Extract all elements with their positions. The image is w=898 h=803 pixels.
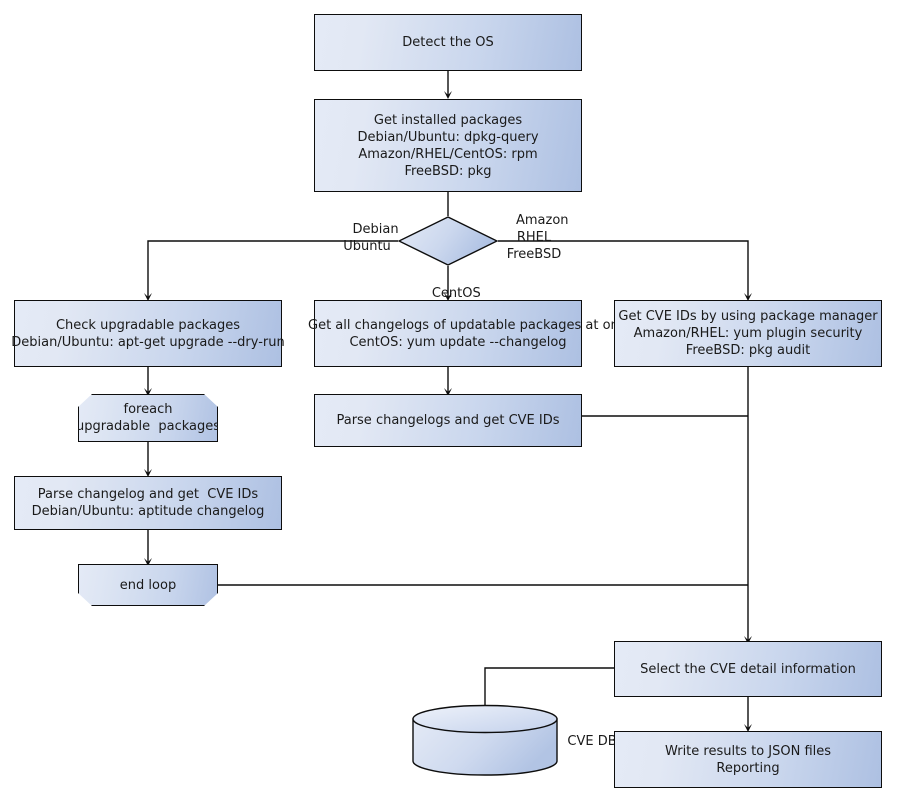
node-cve-database[interactable]: CVE DB (NVD / JVN): [412, 704, 695, 776]
node-get-installed-packages[interactable]: Get installed packages Debian/Ubuntu: dp…: [314, 99, 582, 192]
node-get-all-changelogs-label: Get all changelogs of updatable packages…: [308, 317, 634, 350]
node-parse-changelogs-centos[interactable]: Parse changelogs and get CVE IDs: [314, 394, 582, 447]
node-select-cve-detail[interactable]: Select the CVE detail information: [614, 641, 882, 697]
node-end-loop[interactable]: end loop: [78, 564, 218, 606]
branch-label-right: Amazon RHEL FreeBSD: [498, 195, 570, 280]
node-parse-changelog-debian[interactable]: Parse changelog and get CVE IDs Debian/U…: [14, 476, 282, 530]
node-get-cve-ids-pkgmgr-label: Get CVE IDs by using package manager Ama…: [618, 309, 878, 358]
branch-label-left-text: Debian Ubuntu: [343, 222, 399, 254]
node-detect-os[interactable]: Detect the OS: [314, 14, 582, 71]
node-parse-changelog-debian-label: Parse changelog and get CVE IDs Debian/U…: [31, 487, 265, 519]
branch-label-right-text: Amazon RHEL FreeBSD: [506, 213, 569, 262]
edge-selectcve-to-db: [484, 667, 614, 707]
decision-diamond-icon: [397, 216, 499, 266]
node-get-all-changelogs[interactable]: Get all changelogs of updatable packages…: [308, 300, 634, 367]
node-get-installed-packages-label: Get installed packages Debian/Ubuntu: dp…: [357, 112, 539, 179]
branch-label-down-text: CentOS: [431, 286, 481, 301]
node-foreach-loop-start-label: foreach upgradable packages: [75, 402, 221, 434]
node-check-upgradable[interactable]: Check upgradable packages Debian/Ubuntu:…: [11, 300, 285, 367]
node-write-results-label: Write results to JSON files Reporting: [664, 743, 832, 776]
node-parse-changelogs-centos-label: Parse changelogs and get CVE IDs: [336, 413, 560, 428]
database-cylinder-icon: [412, 704, 558, 776]
node-write-results[interactable]: Write results to JSON files Reporting: [614, 731, 882, 788]
node-end-loop-label: end loop: [119, 577, 177, 593]
node-foreach-loop-start[interactable]: foreach upgradable packages: [78, 394, 218, 442]
branch-label-down: CentOS: [398, 268, 498, 319]
node-check-upgradable-label: Check upgradable packages Debian/Ubuntu:…: [11, 317, 285, 350]
node-os-decision[interactable]: [397, 216, 499, 266]
node-detect-os-label: Detect the OS: [402, 35, 494, 50]
node-get-cve-ids-pkgmgr[interactable]: Get CVE IDs by using package manager Ama…: [614, 300, 882, 367]
branch-label-left: Debian Ubuntu: [336, 204, 398, 272]
node-select-cve-detail-label: Select the CVE detail information: [640, 661, 856, 677]
